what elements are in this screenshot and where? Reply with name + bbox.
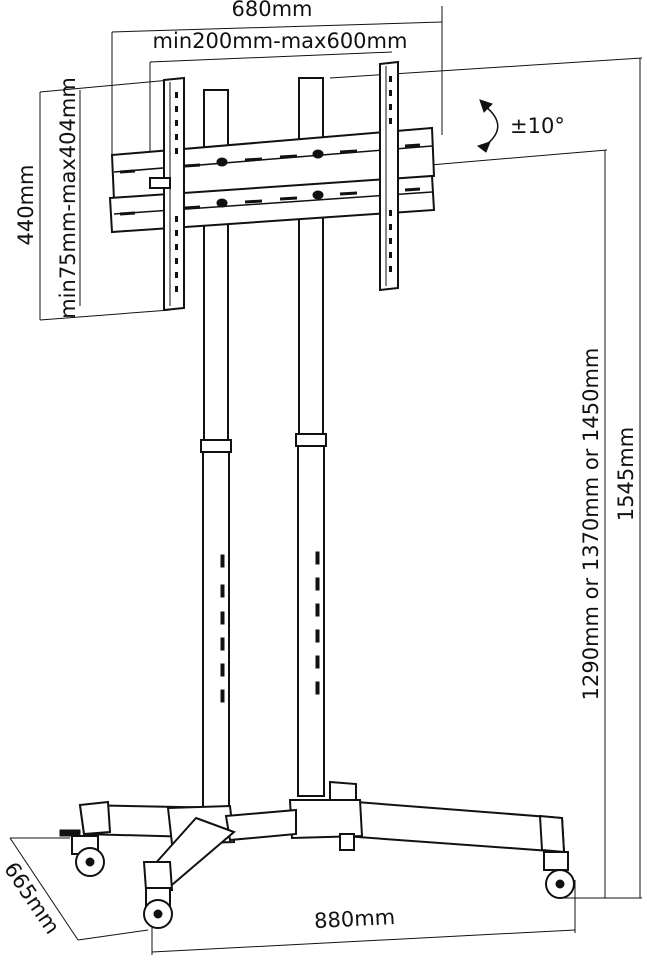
dim-mount-height: 1290mm or 1370mm or 1450mm [579, 348, 603, 701]
right-vesa-bracket [379, 60, 399, 292]
caster-right [543, 851, 575, 899]
dim-total-height: 1545mm [614, 427, 638, 521]
dim-base-depth: 665mm [0, 858, 64, 939]
dim-base-width: 880mm [314, 905, 396, 933]
caster-front [143, 887, 173, 929]
caster-back [339, 833, 355, 851]
left-vesa-bracket [149, 76, 185, 312]
caster-back-left [59, 829, 105, 877]
dim-top-width: 680mm [232, 0, 313, 21]
dim-vesa-horizontal: min200mm-max600mm [153, 29, 408, 53]
crossbar-slots [119, 143, 421, 216]
dim-vesa-vertical: min75mm-max404mm [56, 77, 80, 319]
dim-tilt: ±10° [510, 114, 565, 138]
dim-plate-height: 440mm [14, 165, 38, 246]
mount-crossbars [108, 126, 436, 234]
tilt-arrow-icon [476, 99, 499, 153]
base-frame [78, 780, 566, 892]
